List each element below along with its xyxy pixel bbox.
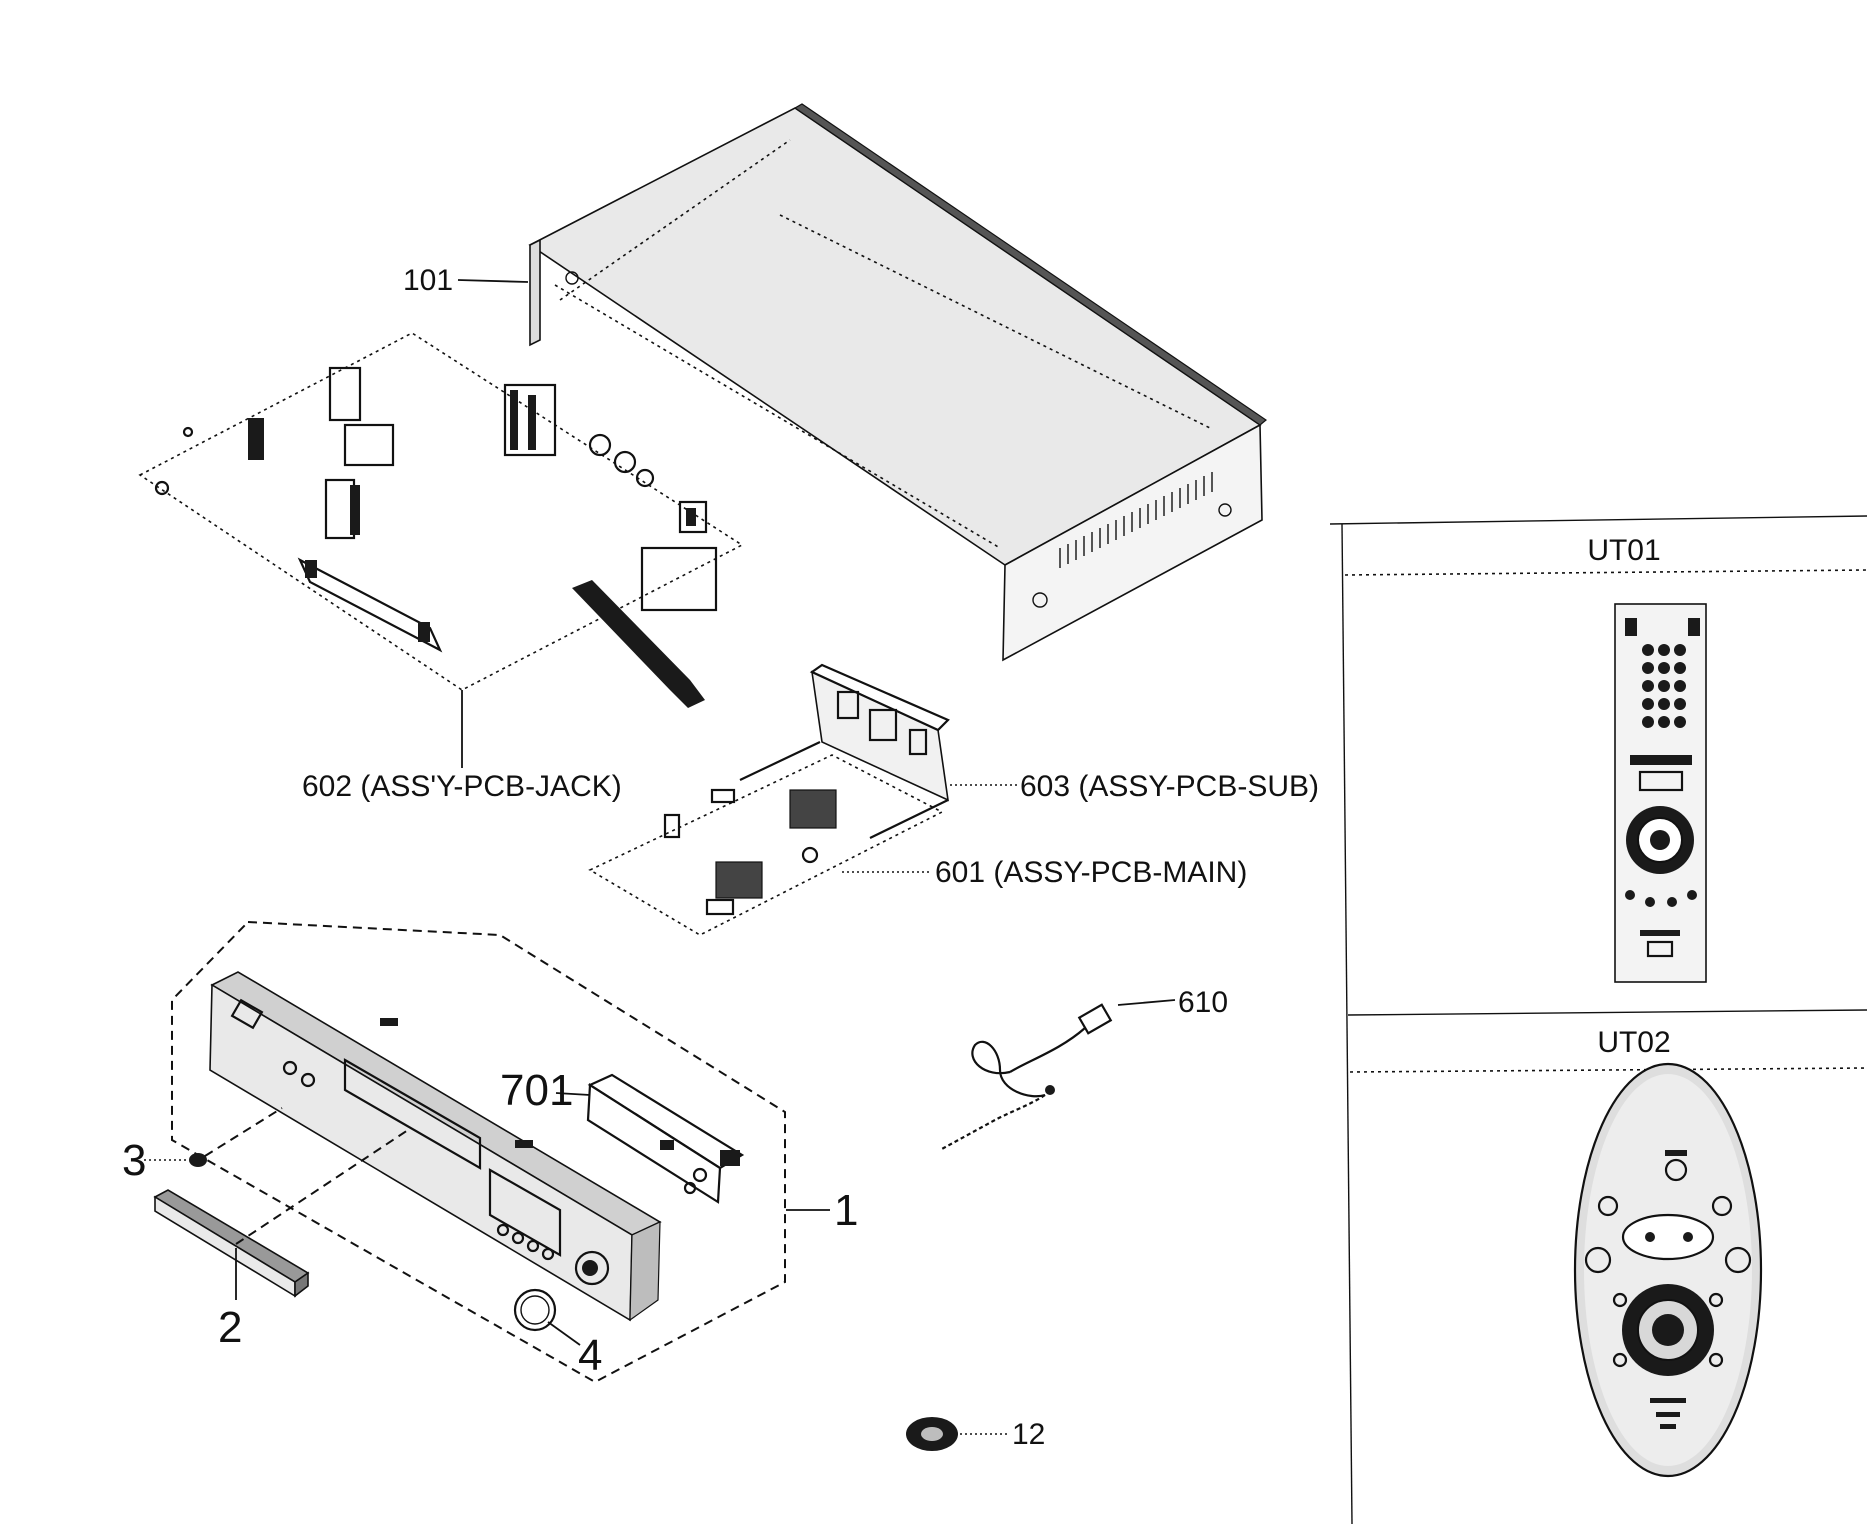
knob-part-4 xyxy=(513,1288,557,1332)
disc-part-12 xyxy=(906,1417,958,1451)
leader-701 xyxy=(555,1092,591,1096)
part-label-701: 701 xyxy=(500,1066,573,1115)
part-label-101: 101 xyxy=(403,264,453,297)
cover-vent-slots xyxy=(1059,472,1213,568)
leader-610 xyxy=(1117,999,1176,1006)
leader-101 xyxy=(457,279,529,283)
part-label-610: 610 xyxy=(1178,986,1228,1019)
part-label-2: 2 xyxy=(218,1303,242,1352)
front-panel-assembly xyxy=(209,971,662,1322)
part-label-12: 12 xyxy=(1012,1418,1045,1451)
part-label-3: 3 xyxy=(122,1136,146,1185)
leader-4 xyxy=(547,1321,581,1346)
part-label-1: 1 xyxy=(834,1186,858,1235)
accessory-label-ut01: UT01 xyxy=(1587,534,1660,567)
display-pcb-701 xyxy=(586,1073,745,1204)
leader-3-to-panel xyxy=(204,1107,283,1157)
remote-control-ut01 xyxy=(1614,603,1707,983)
remote-control-ut02 xyxy=(1573,1062,1763,1478)
part-label-601: 601 (ASSY-PCB-MAIN) xyxy=(935,856,1247,889)
front-panel-group-outline xyxy=(171,920,786,1384)
part-label-4: 4 xyxy=(578,1331,602,1380)
leader-2-to-panel xyxy=(235,1129,409,1245)
part-label-603: 603 (ASSY-PCB-SUB) xyxy=(1020,770,1319,803)
accessory-label-ut02: UT02 xyxy=(1597,1026,1670,1059)
power-cord-610 xyxy=(939,1003,1113,1151)
button-part-3 xyxy=(189,1153,207,1167)
part-label-602: 602 (ASS'Y-PCB-JACK) xyxy=(302,770,622,803)
pcb-main-601 xyxy=(588,754,944,936)
remote-ut01-number-buttons xyxy=(1642,644,1686,728)
pcb-jack-602 xyxy=(138,332,744,708)
accessory-panel: UT01 UT02 xyxy=(1329,515,1867,1524)
door-part-2 xyxy=(153,1189,310,1298)
top-cover-101 xyxy=(528,103,1267,662)
pcb-sub-603 xyxy=(739,663,950,839)
